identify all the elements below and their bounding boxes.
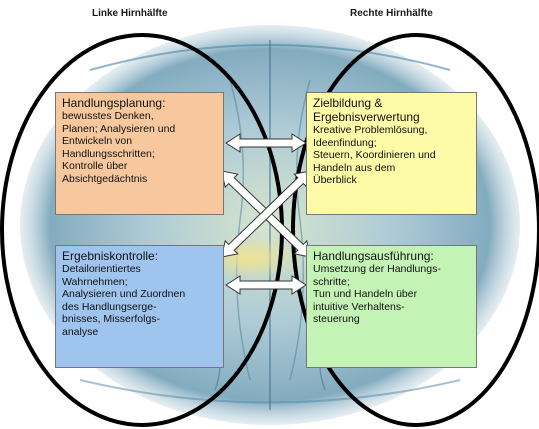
- box-handlungsausfuehrung: Handlungsausführung: Umsetzung der Handl…: [306, 245, 477, 368]
- box-title: Handlungsplanung:: [62, 96, 166, 110]
- left-hemisphere-title: Linke Hirnhälfte: [92, 8, 168, 19]
- right-hemisphere-title: Rechte Hirnhälfte: [350, 8, 433, 19]
- box-body: Kreative Problemlösung, Ideenfindung; St…: [313, 124, 436, 187]
- box-body: Detailorientiertes Wahrnehmen; Analysier…: [62, 263, 186, 338]
- box-body: Umsetzung der Handlungs- schritte; Tun u…: [313, 263, 441, 326]
- box-ergebniskontrolle: Ergebniskontrolle: Detailorientiertes Wa…: [55, 245, 224, 368]
- box-title: Ergebniskontrolle:: [62, 249, 159, 263]
- box-title: Handlungsausführung:: [313, 249, 434, 263]
- right-hemisphere-ellipse: [291, 33, 539, 427]
- box-handlungsplanung: Handlungsplanung: bewusstes Denken, Plan…: [55, 92, 224, 215]
- box-title: Zielbildung & Ergebnisverwertung: [313, 96, 420, 124]
- box-zielbildung: Zielbildung & Ergebnisverwertung Kreativ…: [306, 92, 477, 215]
- box-body: bewusstes Denken, Planen; Analysieren un…: [62, 110, 176, 185]
